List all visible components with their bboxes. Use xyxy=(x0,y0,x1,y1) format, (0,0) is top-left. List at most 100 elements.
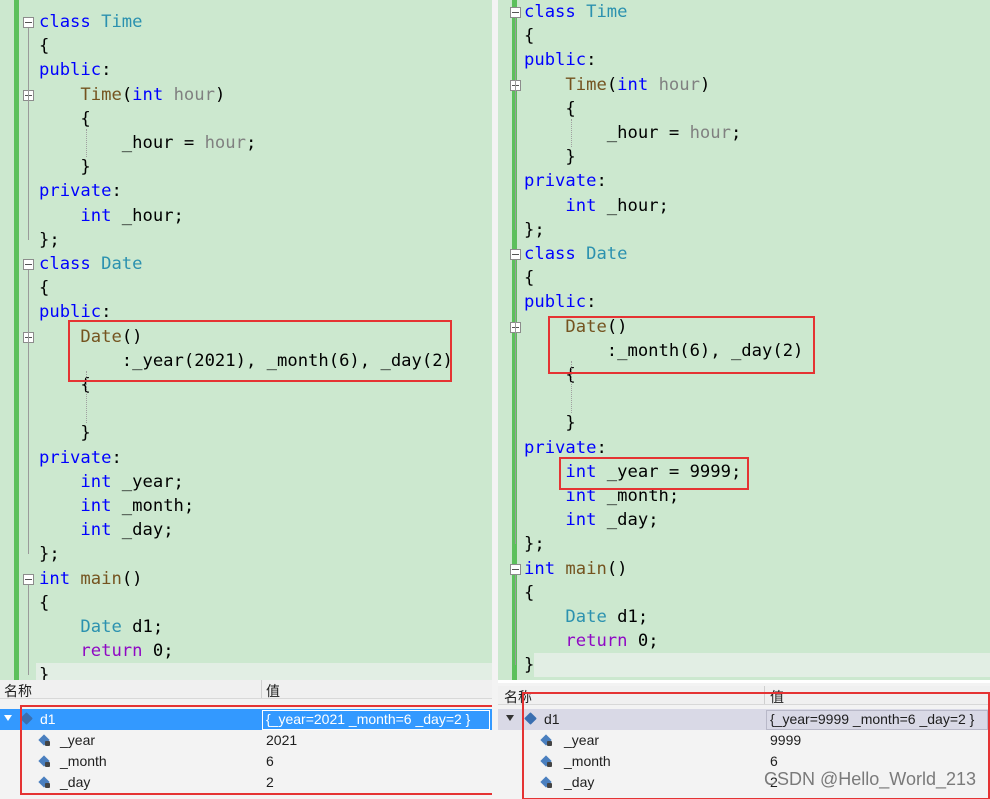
code-token: int xyxy=(39,568,71,589)
object-icon xyxy=(20,712,33,725)
code-token: Time xyxy=(80,84,122,105)
fold-region-line xyxy=(515,90,516,158)
watch-row-field[interactable]: _day 2 xyxy=(498,772,990,793)
code-token: _day; xyxy=(111,520,174,541)
right-watch-col-name: 名称 xyxy=(504,689,532,705)
code-token xyxy=(39,641,80,661)
code-token: d1; xyxy=(121,617,164,637)
code-line: } xyxy=(0,155,492,179)
code-token: { xyxy=(39,278,50,299)
code-token: int xyxy=(132,84,164,105)
code-line-text: private: xyxy=(39,179,122,203)
expand-arrow-icon[interactable] xyxy=(506,715,514,721)
left-watch-col-value: 值 xyxy=(266,683,280,699)
fold-toggle-icon[interactable] xyxy=(23,259,34,270)
code-token xyxy=(39,617,80,637)
field-icon xyxy=(40,734,50,746)
code-line: }; xyxy=(498,218,990,242)
code-line: int _hour; xyxy=(498,194,990,218)
right-watch-col-separator[interactable] xyxy=(764,686,765,704)
fold-toggle-icon[interactable] xyxy=(510,249,521,260)
code-token: Date xyxy=(80,617,122,637)
code-line-text: int _month; xyxy=(524,484,679,508)
code-token: } xyxy=(524,147,576,168)
current-line-highlight xyxy=(534,653,990,678)
fold-region-line xyxy=(515,332,516,424)
code-token: ) xyxy=(699,74,711,95)
code-line-text: }; xyxy=(524,532,545,556)
indent-guide xyxy=(86,370,87,424)
code-token xyxy=(524,462,565,482)
code-token xyxy=(524,631,565,651)
code-token: } xyxy=(39,665,50,686)
code-token: hour xyxy=(173,84,215,105)
code-line: public: xyxy=(0,300,492,324)
code-token: { xyxy=(39,592,50,613)
watch-row-object[interactable]: d1{_year=9999 _month=6 _day=2 } xyxy=(498,709,990,730)
code-line: class Time xyxy=(498,0,990,24)
code-line-text: } xyxy=(39,663,49,687)
code-token: hour xyxy=(658,74,700,95)
code-token: Date xyxy=(101,254,143,274)
code-line-text: { xyxy=(39,107,90,131)
code-line: { xyxy=(0,373,492,397)
watch-value: 2021 xyxy=(266,732,298,748)
code-token: Time xyxy=(565,74,607,95)
code-line-text: } xyxy=(524,145,576,169)
right-watch-header: 名称 值 xyxy=(498,686,990,705)
code-line: }; xyxy=(0,542,492,566)
code-token xyxy=(91,254,101,274)
fold-region-line xyxy=(28,584,29,676)
code-token: int xyxy=(565,486,597,506)
code-token: :_month(6), _day(2) xyxy=(524,340,804,361)
code-line: } xyxy=(498,411,990,435)
fold-toggle-icon[interactable] xyxy=(23,17,34,28)
code-token: { xyxy=(524,98,576,119)
indent-guide xyxy=(86,128,87,158)
code-token xyxy=(39,327,80,347)
watch-row-object[interactable]: d1{_year=2021 _month=6 _day=2 } xyxy=(0,709,492,730)
code-token: private xyxy=(39,181,112,202)
code-token: : xyxy=(586,292,597,313)
code-line: } xyxy=(498,145,990,169)
code-token: Date xyxy=(565,316,607,337)
fold-toggle-icon[interactable] xyxy=(510,7,521,18)
code-line: _hour = hour; xyxy=(0,131,492,155)
right-code-editor[interactable]: class Time{public: Time(int hour) { _hou… xyxy=(498,0,990,680)
left-code-editor[interactable]: class Time{public: Time(int hour) { _hou… xyxy=(0,0,492,688)
fold-toggle-icon[interactable] xyxy=(23,573,34,585)
code-token: public xyxy=(39,302,102,323)
left-change-indicator xyxy=(14,0,19,688)
code-token: { xyxy=(524,26,535,47)
code-token: private xyxy=(524,171,597,192)
left-watch-col-separator[interactable] xyxy=(261,680,262,698)
fold-toggle-icon[interactable] xyxy=(510,563,521,575)
code-token: _year = 9999; xyxy=(596,461,742,482)
code-line-text: int _day; xyxy=(39,518,174,542)
code-line-text: private: xyxy=(39,446,122,470)
code-token: private xyxy=(524,437,597,458)
code-line: int main() xyxy=(0,567,492,591)
code-line: int _month; xyxy=(498,484,990,508)
code-token: : xyxy=(596,171,607,192)
code-line xyxy=(0,397,492,421)
code-token: int xyxy=(565,510,597,531)
left-watch-window: 名称 值 d1{_year=2021 _month=6 _day=2 }_yea… xyxy=(0,680,492,799)
watch-value-cell xyxy=(262,710,490,730)
code-token: class xyxy=(524,2,576,22)
code-line-text: Time(int hour) xyxy=(524,73,710,97)
watch-value: 2 xyxy=(770,774,778,790)
fold-region-line xyxy=(28,342,29,434)
expand-arrow-icon[interactable] xyxy=(4,715,12,721)
watch-name: _day xyxy=(564,774,595,790)
watch-name: d1 xyxy=(40,711,56,727)
code-line-text: Date d1; xyxy=(39,615,163,639)
code-token: () xyxy=(121,568,143,589)
code-line-text: class Date xyxy=(524,242,628,266)
code-line: } xyxy=(0,663,492,687)
